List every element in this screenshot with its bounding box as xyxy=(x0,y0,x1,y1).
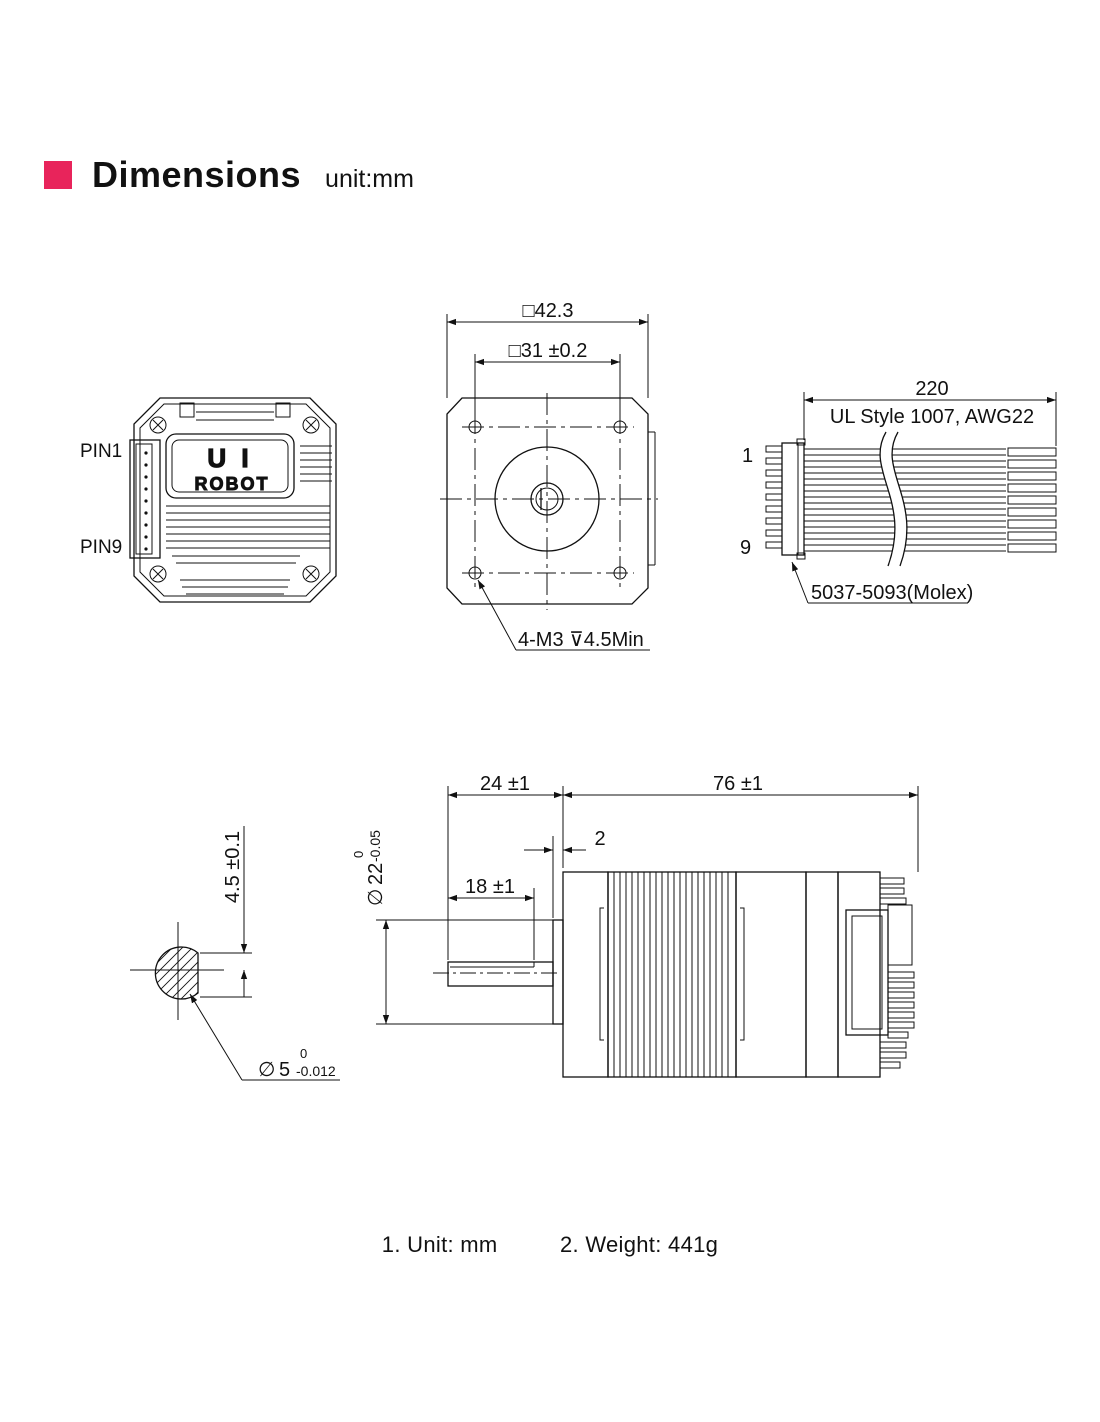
logo-text-ui: U I xyxy=(207,443,252,473)
cable-pin-first: 1 xyxy=(742,445,753,467)
shaft-dia-symbol: ∅ xyxy=(258,1059,275,1081)
note-unit: 1. Unit: mm xyxy=(381,1232,498,1257)
pin1-label: PIN1 xyxy=(80,441,122,462)
module-view: U I ROBOT PIN1 PIN9 xyxy=(80,397,337,603)
page-title: Dimensions xyxy=(92,154,302,195)
boss-dia-symbol: ∅ xyxy=(365,889,387,906)
cable-pin-last: 9 xyxy=(740,537,751,559)
front-view: □42.3 □31 ±0.2 4-M3 ⊽4.5Min xyxy=(440,300,658,651)
logo-text-robot: ROBOT xyxy=(195,474,270,494)
cable-view: 220 UL Style 1007, AWG22 1 9 5037-5093(M… xyxy=(740,378,1057,604)
unit-label: unit:mm xyxy=(325,164,414,193)
dim-body-length: 76 ±1 xyxy=(713,773,763,795)
dim-flat-length: 18 ±1 xyxy=(465,876,515,898)
dim-shaft-length: 24 ±1 xyxy=(480,773,530,795)
connector-part-label: 5037-5093(Molex) xyxy=(811,582,973,604)
dim-mounting-holes: 4-M3 ⊽4.5Min xyxy=(518,629,644,651)
note-weight: 2. Weight: 441g xyxy=(559,1232,719,1257)
dim-hole-spacing: □31 ±0.2 xyxy=(509,340,588,362)
side-view: 24 ±1 76 ±1 2 18 ±1 ∅ 22 0 -0.05 xyxy=(351,773,919,1078)
boss-tol-lower: -0.05 xyxy=(367,830,383,862)
dim-boss-diameter: 22 xyxy=(365,863,387,885)
notes: 1. Unit: mm 2. Weight: 441g xyxy=(0,1232,1100,1258)
dim-boss-height: 2 xyxy=(594,828,605,850)
boss-tol-upper: 0 xyxy=(351,851,366,858)
cable-spec-label: UL Style 1007, AWG22 xyxy=(830,406,1034,428)
pin9-label: PIN9 xyxy=(80,537,122,558)
shaft-tol-lower: -0.012 xyxy=(296,1063,336,1079)
shaft-tol-upper: 0 xyxy=(300,1046,307,1061)
section-header: Dimensions unit:mm xyxy=(44,150,414,200)
accent-square-icon xyxy=(44,161,72,189)
dim-outer-square: □42.3 xyxy=(522,300,573,322)
dim-cable-length: 220 xyxy=(915,378,948,400)
dim-flat-depth: 4.5 ±0.1 xyxy=(222,831,244,903)
shaft-section: 4.5 ±0.1 ∅ 5 0 -0.012 xyxy=(130,826,340,1081)
dim-shaft-diameter: 5 xyxy=(279,1059,290,1081)
